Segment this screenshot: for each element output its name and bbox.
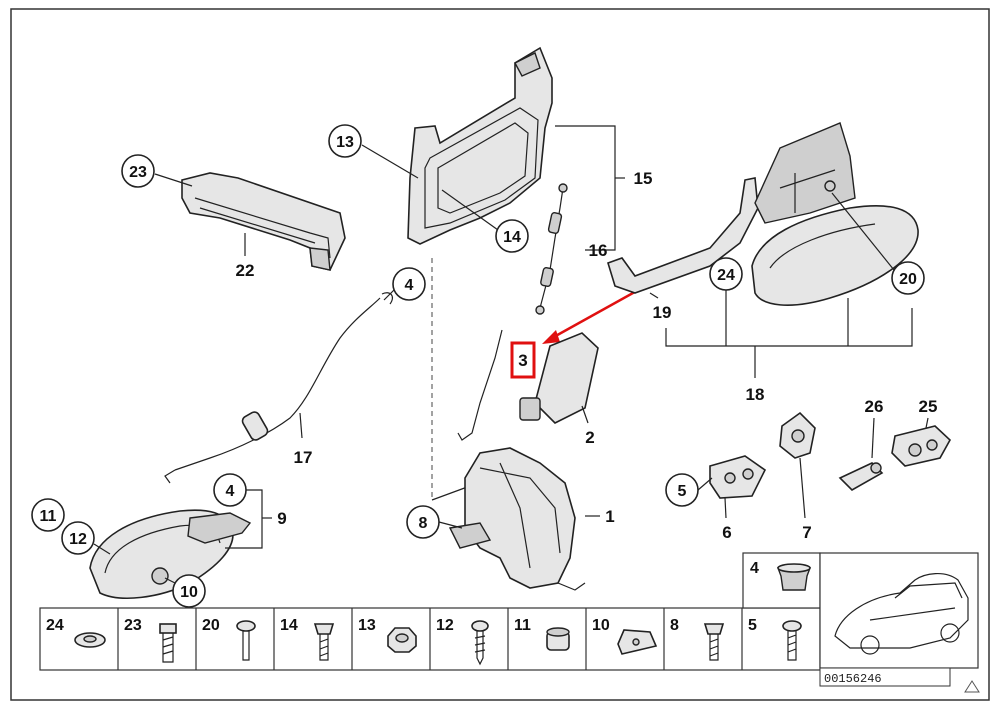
callout-14: 14 xyxy=(495,219,529,253)
parts-table-cell: 14 xyxy=(273,608,335,670)
callout-4b: 4 xyxy=(213,473,247,507)
label-7: 7 xyxy=(802,523,811,542)
parts-table-number: 13 xyxy=(358,617,376,634)
label-19: 19 xyxy=(653,303,672,322)
label-1: 1 xyxy=(605,507,614,526)
label-6: 6 xyxy=(722,523,731,542)
callout-23: 23 xyxy=(121,154,155,188)
bracket-part-7 xyxy=(779,411,816,459)
svg-text:14: 14 xyxy=(503,229,521,246)
diagram-number: 00156246 xyxy=(824,672,882,686)
callout-4a: 4 xyxy=(392,267,426,301)
parts-table-cell: 8 xyxy=(663,608,725,670)
pin-icon xyxy=(236,620,256,661)
warning-triangle-icon xyxy=(964,680,980,693)
label-9: 9 xyxy=(277,509,286,528)
clip-nut-icon xyxy=(617,629,658,655)
tapping-screw-icon xyxy=(471,620,489,666)
screw-icon xyxy=(313,623,335,661)
label-2: 2 xyxy=(585,428,594,447)
lock-part-1 xyxy=(448,447,586,591)
svg-text:23: 23 xyxy=(129,164,147,181)
label-22: 22 xyxy=(236,261,255,280)
svg-text:8: 8 xyxy=(419,515,428,532)
screw-icon xyxy=(703,623,725,661)
svg-text:3: 3 xyxy=(518,351,527,370)
grommet-icon xyxy=(546,627,570,651)
highlight-arrow xyxy=(542,286,643,344)
label-25: 25 xyxy=(919,397,938,416)
parts-table-number: 23 xyxy=(124,617,142,634)
plug-icon xyxy=(776,563,812,591)
cable-part-17 xyxy=(164,292,394,484)
nut-icon xyxy=(387,627,417,653)
parts-table-number: 11 xyxy=(514,617,531,634)
svg-text:20: 20 xyxy=(899,271,917,288)
handle-housing-part-12 xyxy=(89,509,252,599)
parts-table-number: 20 xyxy=(202,617,220,634)
svg-text:24: 24 xyxy=(717,267,735,284)
parts-table-number: 8 xyxy=(670,617,679,634)
cylinder-part-2 xyxy=(519,332,599,424)
parts-table-cell: 20 xyxy=(195,608,256,670)
bracket-part-6 xyxy=(709,455,767,499)
callout-8: 8 xyxy=(406,505,440,539)
svg-text:11: 11 xyxy=(40,508,57,525)
label-17: 17 xyxy=(294,448,313,467)
carrier-plate-part-15 xyxy=(407,46,553,245)
parts-diagram: 23 22 13 14 15 16 4 17 xyxy=(10,8,990,701)
parts-table-cell: 13 xyxy=(351,608,417,670)
parts-table-number: 10 xyxy=(592,617,610,634)
bracket-part-22 xyxy=(181,172,346,271)
svg-text:4: 4 xyxy=(226,483,235,500)
washer-icon xyxy=(74,632,106,648)
parts-table-cell: 12 xyxy=(429,608,489,670)
gasket-part-19 xyxy=(607,177,759,294)
callout-5: 5 xyxy=(665,473,699,507)
side-part-cell: 4 xyxy=(742,552,821,609)
parts-table-number: 12 xyxy=(436,617,454,634)
callout-13: 13 xyxy=(328,124,362,158)
highlight-box-3: 3 xyxy=(510,341,536,379)
label-26: 26 xyxy=(865,397,884,416)
callout-24: 24 xyxy=(709,257,743,291)
connector-part-25 xyxy=(891,425,952,467)
parts-table-number: 14 xyxy=(280,617,298,634)
label-16: 16 xyxy=(589,241,608,260)
svg-text:12: 12 xyxy=(69,531,87,548)
parts-table-cell: 23 xyxy=(117,608,177,670)
parts-table: 24 23 20 14 13 12 11 10 8 5 xyxy=(39,607,821,671)
outer-handle-part-18 xyxy=(751,122,919,306)
label-15: 15 xyxy=(634,169,653,188)
label-18: 18 xyxy=(746,385,765,404)
parts-table-cell: 5 xyxy=(741,608,802,670)
parts-table-number: 24 xyxy=(46,617,64,634)
parts-table-cell: 10 xyxy=(585,608,658,670)
bolt-icon xyxy=(159,623,177,663)
callout-11: 11 xyxy=(31,498,65,532)
rod-part-3 xyxy=(457,329,503,441)
plug-part-26 xyxy=(838,462,884,491)
car-thumbnail xyxy=(819,552,979,669)
callout-12: 12 xyxy=(61,521,95,555)
svg-text:13: 13 xyxy=(336,134,354,151)
parts-table-cell: 24 xyxy=(46,617,106,648)
rod-part-16 xyxy=(535,183,568,315)
callout-20: 20 xyxy=(891,261,925,295)
svg-text:10: 10 xyxy=(180,584,198,601)
callout-10: 10 xyxy=(172,574,206,608)
svg-text:4: 4 xyxy=(750,560,759,577)
svg-text:5: 5 xyxy=(678,483,687,500)
svg-text:4: 4 xyxy=(405,277,414,294)
parts-table-number: 5 xyxy=(748,617,757,634)
torx-bolt-icon xyxy=(782,620,802,661)
parts-table-cell: 11 xyxy=(507,608,570,670)
